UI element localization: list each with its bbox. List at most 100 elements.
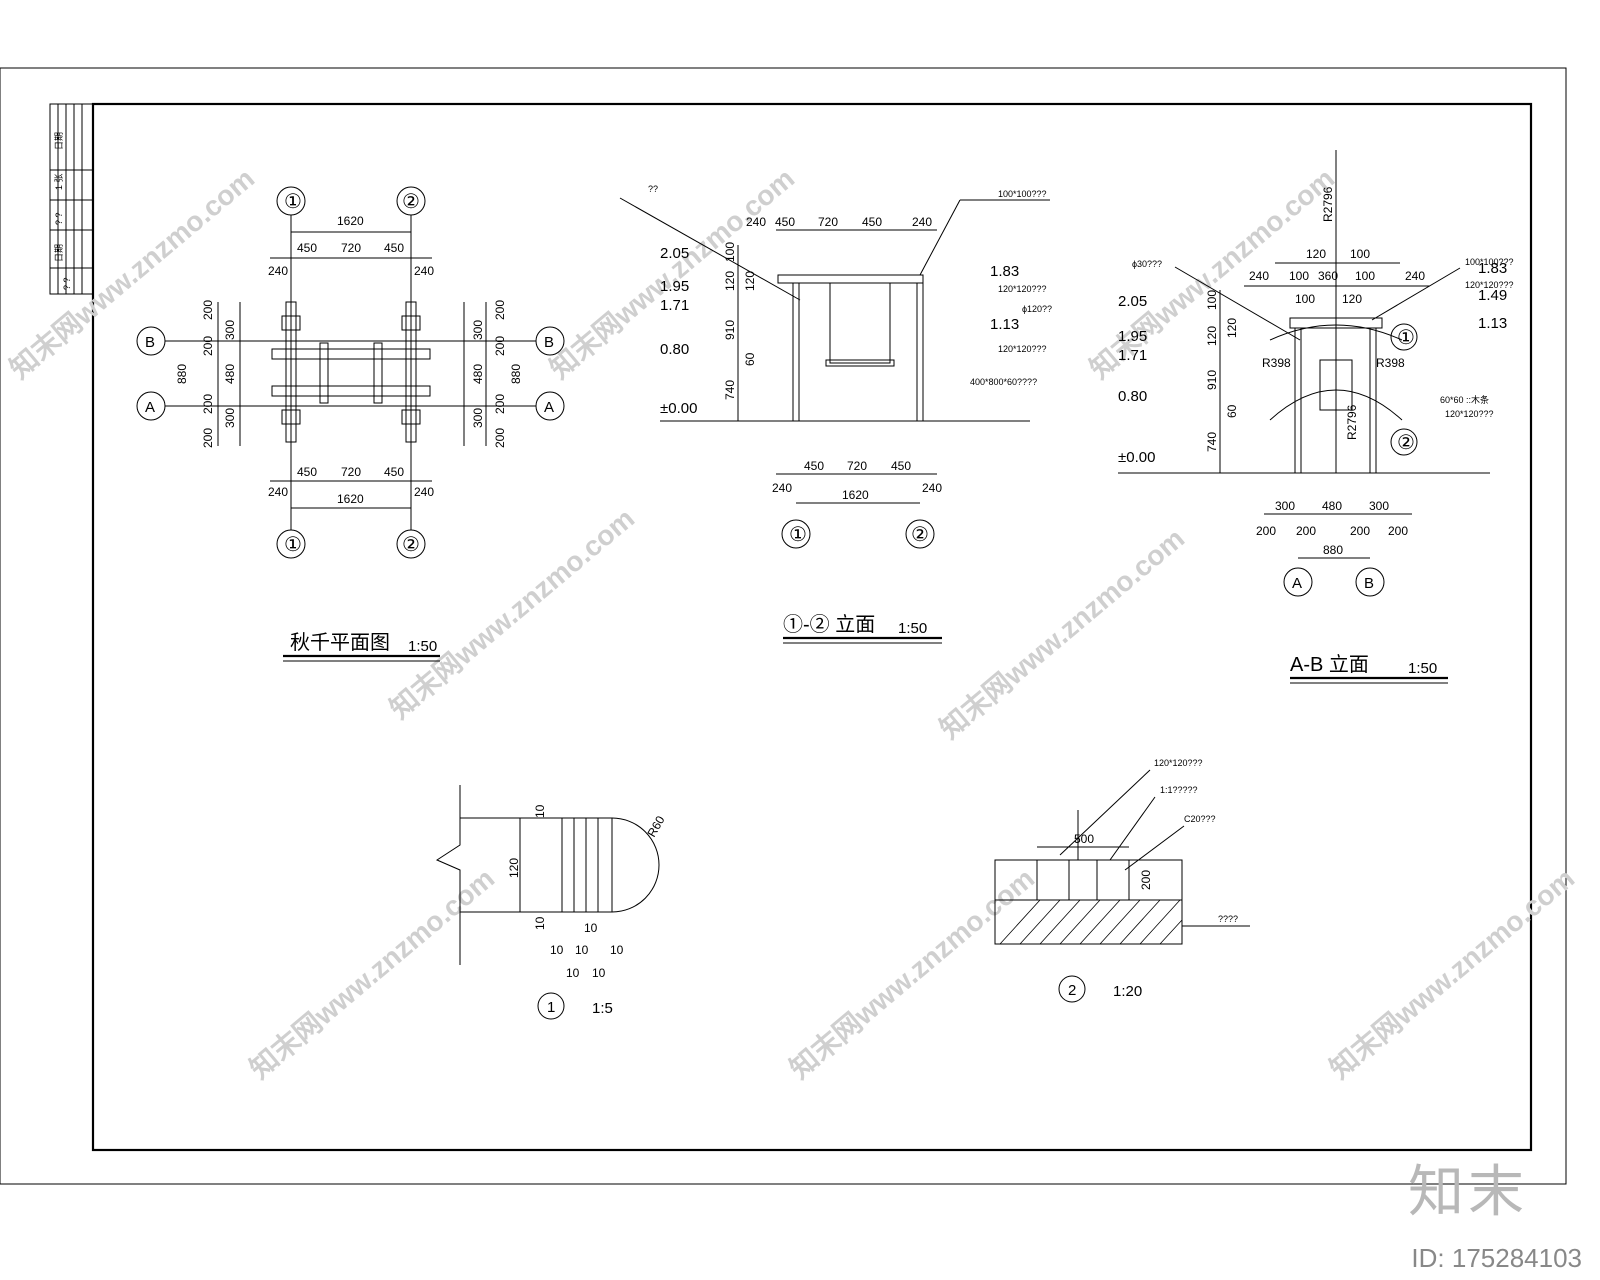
note-label: 120*120??? bbox=[998, 344, 1047, 354]
dim-label: 200 bbox=[493, 300, 507, 320]
beam-plan bbox=[271, 385, 431, 397]
dim-label: 10 bbox=[592, 966, 606, 980]
dim-label: 300 bbox=[471, 408, 485, 428]
title-block: 日期 1 张 ? ? 日期 ? ? bbox=[49, 103, 94, 295]
brand-logo: 知末 bbox=[1408, 1160, 1528, 1225]
level-label: 1.83 bbox=[1478, 260, 1507, 277]
dim-label: 1620 bbox=[842, 488, 869, 502]
axis-label: ① bbox=[789, 524, 807, 546]
dim-label: 240 bbox=[772, 481, 792, 495]
dim-label: 200 bbox=[493, 428, 507, 448]
level-label: 1.83 bbox=[990, 263, 1019, 280]
dim-label: 480 bbox=[471, 364, 485, 384]
dim-label: 120 bbox=[1225, 318, 1239, 338]
axis-label: B bbox=[544, 334, 554, 351]
dim-label: R2796 bbox=[1345, 404, 1359, 440]
note-label: ϕ30??? bbox=[1132, 259, 1162, 269]
level-label: 1.71 bbox=[1118, 347, 1147, 364]
watermark-text: 知末网www.znzmo.com bbox=[933, 522, 1190, 745]
tb-cell: ? ? bbox=[62, 277, 72, 290]
dim-label: 10 bbox=[566, 966, 580, 980]
note-label: 100*100??? bbox=[998, 189, 1047, 199]
axis-label: ② bbox=[1397, 432, 1415, 454]
top-beam bbox=[1289, 317, 1383, 329]
dim-label: 910 bbox=[1205, 370, 1219, 390]
dim-label: 100 bbox=[1295, 292, 1315, 306]
dim-label: 10 bbox=[533, 916, 547, 930]
plan-scale: 1:50 bbox=[408, 638, 437, 655]
tb-cell: 日期 bbox=[54, 132, 64, 150]
dim-label: 10 bbox=[575, 943, 589, 957]
dim-label: 240 bbox=[1249, 269, 1269, 283]
level-label: 0.80 bbox=[660, 341, 689, 358]
dim-label: 10 bbox=[550, 943, 564, 957]
note-label: 120*120??? bbox=[998, 284, 1047, 294]
post bbox=[792, 282, 800, 422]
dim-label: 200 bbox=[201, 394, 215, 414]
dim-label: 300 bbox=[1275, 499, 1295, 513]
dim-label: 100 bbox=[1289, 269, 1309, 283]
outer-border bbox=[0, 67, 1567, 1185]
dim-label: 450 bbox=[297, 465, 317, 479]
axis-label: ① bbox=[284, 191, 302, 213]
dim-label: 450 bbox=[297, 241, 317, 255]
dim-label: R398 bbox=[1262, 356, 1291, 370]
dim-label: 720 bbox=[341, 241, 361, 255]
note-label: 120*120??? bbox=[1154, 758, 1203, 768]
level-label: ±0.00 bbox=[660, 400, 697, 417]
detail-scale: 1:20 bbox=[1113, 983, 1142, 1000]
dim-label: 200 bbox=[1139, 870, 1153, 890]
dim-label: 740 bbox=[1205, 432, 1219, 452]
dim-label: 120 bbox=[507, 858, 521, 878]
level-label: 0.80 bbox=[1118, 388, 1147, 405]
axis-label: A bbox=[1292, 575, 1302, 592]
dim-label: 120 bbox=[743, 271, 757, 291]
post bbox=[1294, 327, 1302, 474]
note-label: 100*100??? bbox=[1465, 257, 1514, 267]
watermark-text: 知末网www.znzmo.com bbox=[3, 162, 260, 385]
axis-label: B bbox=[145, 334, 155, 351]
dim-label: 60 bbox=[743, 352, 757, 366]
watermark-text: 知末网www.znzmo.com bbox=[783, 862, 1040, 1085]
level-label: 1.71 bbox=[660, 297, 689, 314]
dim-label: 450 bbox=[891, 459, 911, 473]
axis-label: ① bbox=[1397, 327, 1415, 349]
dim-label: 360 bbox=[1318, 269, 1338, 283]
dim-label: R398 bbox=[1376, 356, 1405, 370]
dim-label: 200 bbox=[493, 394, 507, 414]
level-label: 1.49 bbox=[1478, 287, 1507, 304]
note-label: 120*120??? bbox=[1445, 409, 1494, 419]
post-plan bbox=[285, 301, 297, 443]
dim-label: 450 bbox=[384, 241, 404, 255]
axis-label: B bbox=[1364, 575, 1374, 592]
dim-label: 100 bbox=[723, 242, 737, 262]
dim-label: 720 bbox=[818, 215, 838, 229]
dim-label: R60 bbox=[644, 813, 667, 839]
note-label: ?? bbox=[648, 184, 658, 194]
dim-label: 450 bbox=[775, 215, 795, 229]
note-label: ϕ120?? bbox=[1022, 304, 1052, 314]
tb-cell: 日期 bbox=[54, 244, 64, 262]
dim-label: 300 bbox=[223, 320, 237, 340]
elevation-a-b: R2796 120 100 240 100 360 100 240 100 12… bbox=[1118, 150, 1514, 684]
dim-label: 240 bbox=[922, 481, 942, 495]
inner-border bbox=[91, 102, 1533, 1152]
axis-label: A bbox=[145, 399, 155, 416]
dim-label: 10 bbox=[610, 943, 624, 957]
watermark-text: 知末网www.znzmo.com bbox=[243, 862, 500, 1085]
dim-label: 100 bbox=[1205, 290, 1219, 310]
note-label: 60*60 ::木条 bbox=[1440, 394, 1489, 405]
dim-label: 300 bbox=[1369, 499, 1389, 513]
dim-label: 200 bbox=[1388, 524, 1408, 538]
level-label: 1.95 bbox=[660, 278, 689, 295]
level-label: 2.05 bbox=[660, 245, 689, 262]
note-label: 120*120??? bbox=[1465, 280, 1514, 290]
detail-label: 2 bbox=[1068, 982, 1076, 999]
dim-label: 120 bbox=[1205, 326, 1219, 346]
beam-plan bbox=[271, 348, 431, 360]
dim-label: 120 bbox=[723, 271, 737, 291]
dim-label: 100 bbox=[1355, 269, 1375, 283]
axis-label: ① bbox=[284, 534, 302, 556]
dim-label: 200 bbox=[201, 428, 215, 448]
dim-label: 880 bbox=[175, 364, 189, 384]
